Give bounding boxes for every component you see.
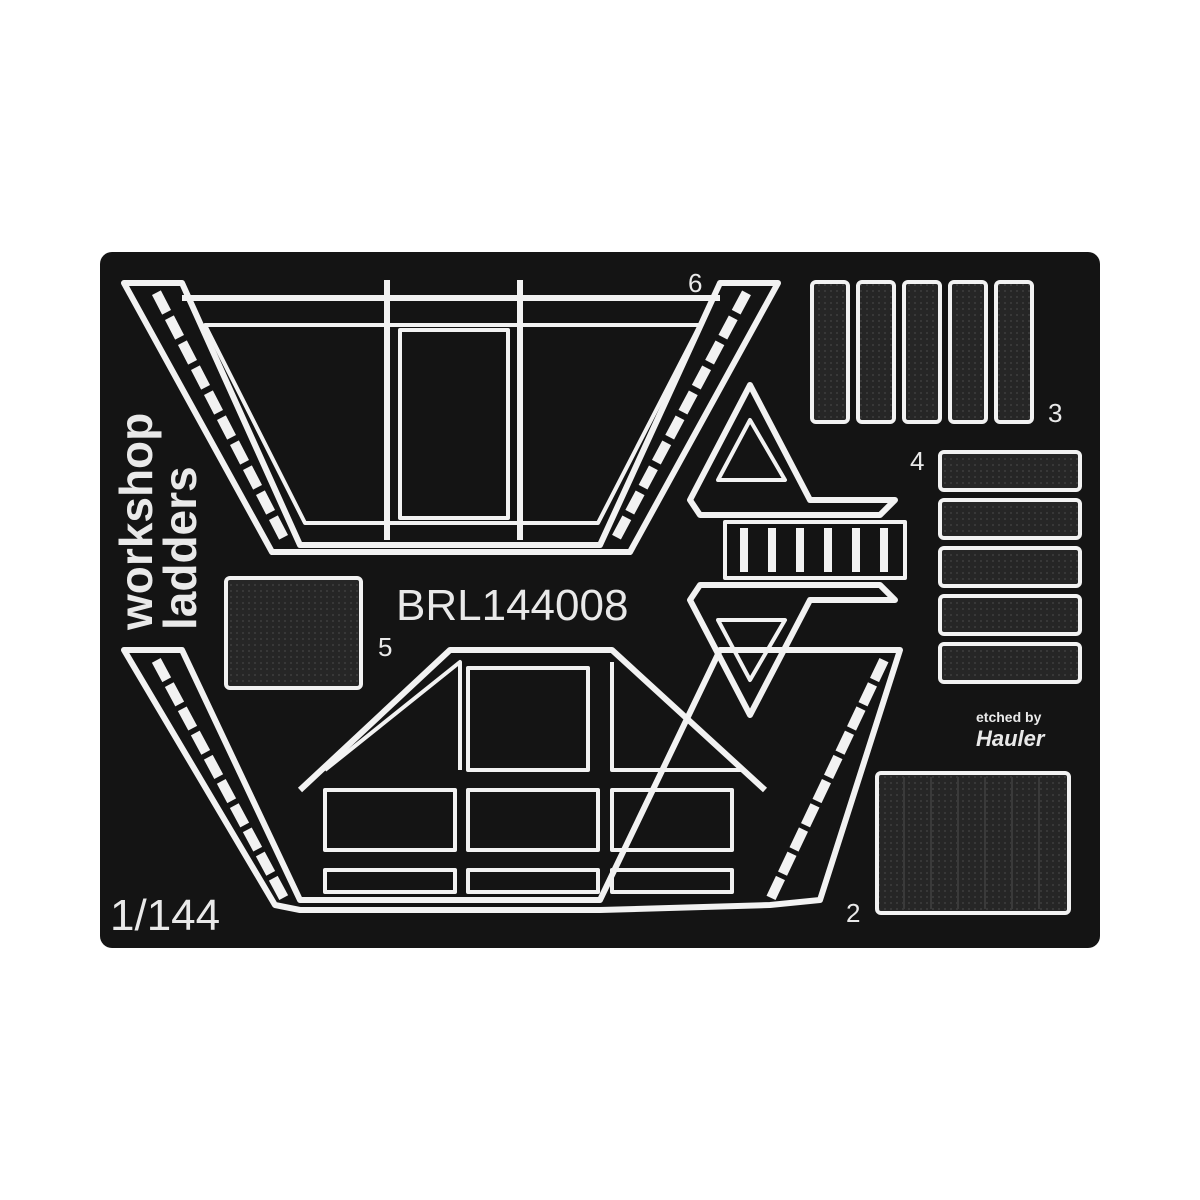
ladder-rung (242, 827, 263, 852)
ladder-rung (164, 682, 185, 707)
horizontal-tread (938, 546, 1082, 588)
vertical-tread (902, 280, 942, 424)
ladder-rung (835, 730, 854, 755)
scale-label: 1/144 (110, 891, 220, 940)
vertical-tread (948, 280, 988, 424)
part-4-small-ladder (687, 382, 907, 718)
ladder-rung (812, 779, 831, 804)
ladder-rung (638, 465, 658, 490)
maker-line2: Hauler (976, 726, 1046, 751)
ladder-rung (229, 440, 250, 465)
ladder-rung (824, 528, 832, 572)
ladder-rung (255, 490, 276, 515)
maker-line1: etched by (976, 709, 1042, 725)
part-number-4: 4 (910, 446, 924, 476)
part-1-lower-ladder (121, 647, 903, 913)
ladder-rung (229, 803, 250, 828)
ladder-rung (796, 528, 804, 572)
ladder-rung (216, 415, 237, 440)
ladder-rung (268, 875, 289, 900)
horizontal-tread (938, 498, 1082, 540)
horizontal-tread (938, 450, 1082, 492)
part-3-vertical-treads (810, 280, 1034, 424)
ladder-rung (801, 803, 820, 828)
vertical-tread (856, 280, 896, 424)
ladder-rung (651, 440, 672, 465)
ladder-rung (880, 528, 888, 572)
part-number-6: 6 (688, 268, 702, 298)
horizontal-tread (938, 594, 1082, 636)
ladder-rung (768, 528, 776, 572)
title-ladders: ladders (154, 466, 206, 630)
fret-plate (100, 252, 1100, 948)
ladder-rung (190, 730, 211, 755)
ladder-rung (731, 290, 751, 315)
part-number-2: 2 (846, 898, 860, 928)
part-2-ribbed-plate (875, 771, 1071, 915)
ladder-rung (778, 851, 797, 876)
ladder-rung (255, 851, 276, 876)
vertical-tread (810, 280, 850, 424)
ladder-rung (847, 706, 866, 731)
ladder-rung (718, 315, 738, 340)
ladder-rung (665, 415, 685, 440)
vertical-tread (994, 280, 1034, 424)
ladder-rung (789, 827, 808, 852)
ladder-rung (190, 365, 211, 390)
part-number-5: 5 (378, 632, 392, 662)
part-number-3: 3 (1048, 398, 1062, 428)
horizontal-tread (938, 642, 1082, 684)
ladder-rung (203, 390, 224, 415)
ladder-rung (691, 365, 712, 390)
title-workshop: workshop (110, 413, 162, 631)
ladder-rung (852, 528, 860, 572)
ladder-rung (177, 706, 198, 731)
ladder-rung (242, 465, 263, 490)
ladder-rung (203, 754, 224, 779)
ladder-rung (678, 390, 698, 415)
part-4-horizontal-treads (938, 450, 1082, 684)
ladder-rung (164, 315, 185, 340)
ladder-rung (824, 754, 843, 779)
sheet-code: BRL144008 (396, 581, 628, 630)
ladder-rung (858, 682, 877, 707)
ladder-rung (612, 515, 632, 540)
ladder-rung (625, 490, 645, 515)
ladder-rung (268, 515, 289, 540)
part-5-mesh-plate (224, 576, 363, 690)
ladder-rung (740, 528, 748, 572)
ladder-rung (705, 340, 725, 365)
part-6-upper-ladder (121, 280, 781, 555)
ladder-rung (216, 779, 237, 804)
ladder-rung (870, 658, 889, 683)
ladder-rung (177, 340, 198, 365)
ladder-rung (151, 290, 172, 315)
ladder-rung (151, 658, 172, 683)
ladder-rung (766, 875, 785, 900)
